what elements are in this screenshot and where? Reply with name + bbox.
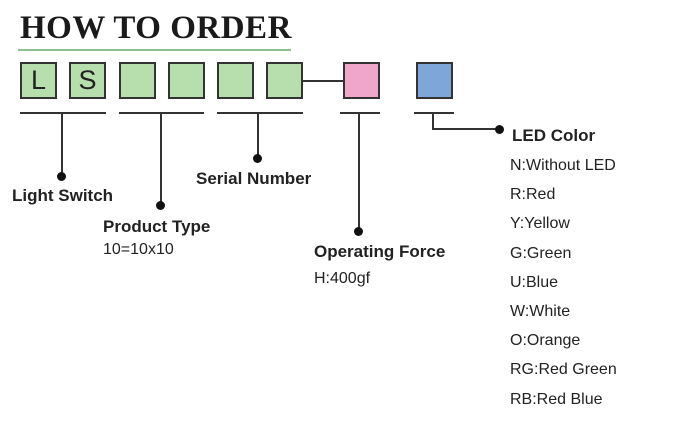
value-operating-force: H:400gf: [314, 270, 371, 287]
code-box-8: [416, 62, 453, 99]
title-underline: [18, 49, 291, 51]
led-option: G:Green: [510, 244, 572, 262]
dot-led-color: [495, 125, 504, 134]
led-option: O:Orange: [510, 332, 581, 350]
bracket-light-switch: [20, 112, 106, 114]
code-box-6: [266, 62, 303, 99]
code-box-1: L: [20, 62, 57, 99]
led-option: U:Blue: [510, 273, 559, 291]
code-box-4: [168, 62, 205, 99]
leader-operating-force: [358, 113, 360, 231]
code-box-3: [119, 62, 156, 99]
box-connector-line: [303, 80, 343, 82]
label-serial-number: Serial Number: [196, 169, 312, 188]
leader-product-type: [160, 113, 162, 205]
led-option: W:White: [510, 302, 571, 320]
leader-led-color-vertical: [432, 113, 434, 130]
dot-serial-number: [253, 154, 262, 163]
label-product-type: Product Type: [103, 217, 211, 236]
code-box-7: [343, 62, 380, 99]
led-option: R:Red: [510, 186, 556, 204]
dot-operating-force: [354, 227, 363, 236]
dot-light-switch: [57, 172, 66, 181]
value-product-type: 10=10x10: [103, 241, 174, 258]
led-color-options: N:Without LED R:Red Y:Yellow G:Green U:B…: [510, 155, 617, 418]
led-option: RB:Red Blue: [510, 390, 603, 408]
leader-light-switch: [61, 113, 63, 176]
page-title: HOW TO ORDER: [20, 10, 292, 46]
bracket-operating-force: [340, 112, 380, 114]
label-led-color: LED Color: [512, 126, 596, 145]
code-box-5: [217, 62, 254, 99]
led-option: RG:Red Green: [510, 361, 617, 379]
label-operating-force: Operating Force: [314, 242, 446, 261]
bracket-led-color: [414, 112, 454, 114]
dot-product-type: [156, 201, 165, 210]
code-box-2: S: [69, 62, 106, 99]
led-option: Y:Yellow: [510, 215, 570, 233]
leader-led-color-horizontal: [432, 128, 499, 130]
bracket-serial-number: [217, 112, 303, 114]
label-light-switch: Light Switch: [12, 186, 114, 205]
led-option: N:Without LED: [510, 157, 616, 174]
leader-serial-number: [257, 113, 259, 158]
